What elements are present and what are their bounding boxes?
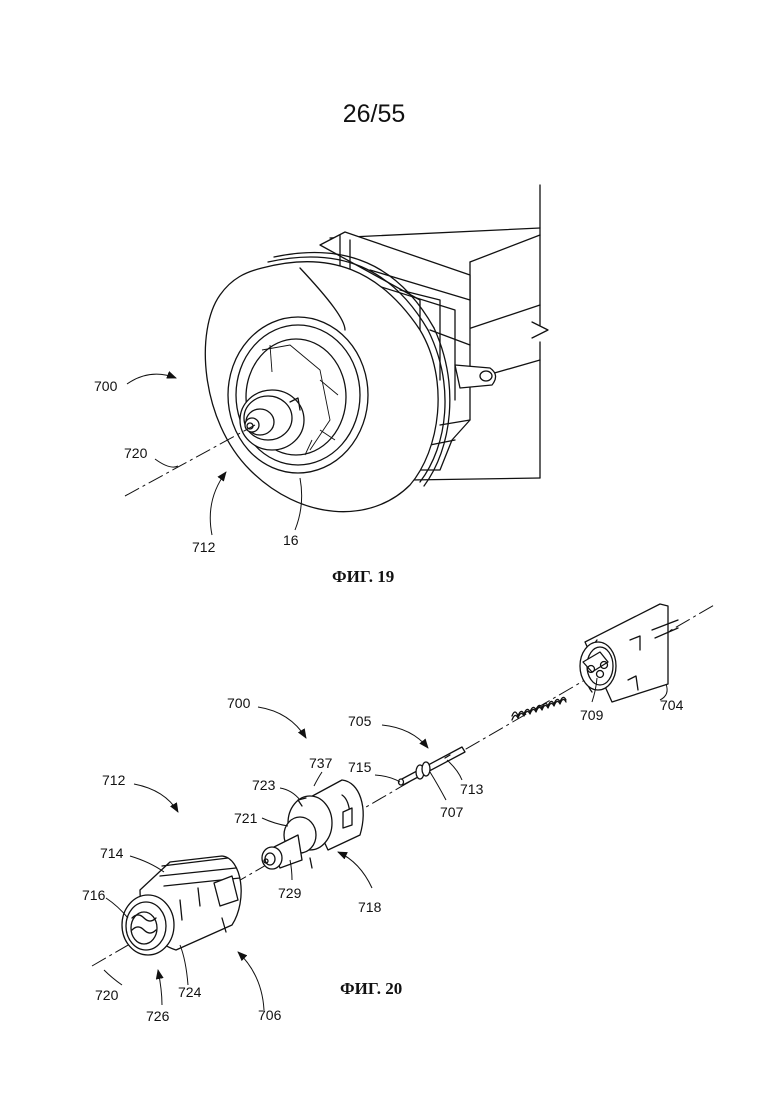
fig20-arrow-705 bbox=[382, 725, 428, 748]
fig20-leader-707 bbox=[430, 772, 446, 800]
fig20-arrow-706 bbox=[238, 952, 264, 1010]
fig20-part-718 bbox=[262, 780, 363, 869]
fig20-pin bbox=[399, 747, 466, 785]
fig20-label-713: 713 bbox=[460, 781, 484, 797]
fig20-spring bbox=[512, 697, 566, 720]
figure-20: 700 705 712 715 713 707 709 704 737 723 … bbox=[82, 604, 716, 1024]
fig20-arrow-726 bbox=[158, 970, 162, 1005]
fig20-arrow-700 bbox=[258, 707, 306, 738]
fig20-label-716: 716 bbox=[82, 887, 106, 903]
fig20-part-706 bbox=[122, 856, 241, 955]
fig20-leader-721 bbox=[262, 818, 288, 826]
fig20-part-704 bbox=[580, 604, 678, 702]
fig20-leader-723 bbox=[280, 788, 300, 800]
fig20-leader-715 bbox=[375, 775, 400, 782]
fig20-label-737: 737 bbox=[309, 755, 333, 771]
fig20-label-726: 726 bbox=[146, 1008, 170, 1024]
fig20-label-707: 707 bbox=[440, 804, 464, 820]
fig20-label-709: 709 bbox=[580, 707, 604, 723]
fig20-label-705: 705 bbox=[348, 713, 372, 729]
fig19-label-720: 720 bbox=[124, 445, 148, 461]
fig20-label-718: 718 bbox=[358, 899, 382, 915]
fig19-leader-720 bbox=[155, 459, 178, 467]
fig19-arrow-712 bbox=[210, 472, 226, 535]
fig20-leader-720 bbox=[104, 970, 122, 985]
fig19-label-700: 700 bbox=[94, 378, 118, 394]
fig20-label-721: 721 bbox=[234, 810, 258, 826]
fig20-label-712: 712 bbox=[102, 772, 126, 788]
fig20-label-704: 704 bbox=[660, 697, 684, 713]
fig20-label-729: 729 bbox=[278, 885, 302, 901]
fig19-arrow-700 bbox=[127, 374, 176, 384]
fig20-label-720: 720 bbox=[95, 987, 119, 1003]
fig19-label-16: 16 bbox=[283, 532, 299, 548]
fig20-leader-724 bbox=[180, 945, 188, 985]
fig20-leader-737 bbox=[314, 772, 322, 786]
fig20-label-714: 714 bbox=[100, 845, 124, 861]
fig19-caption: ФИГ. 19 bbox=[332, 567, 394, 586]
fig19-label-712: 712 bbox=[192, 539, 216, 555]
fig20-arrow-712 bbox=[134, 784, 178, 812]
figure-19: 700 720 712 16 ФИГ. 19 bbox=[94, 185, 548, 586]
fig20-label-724: 724 bbox=[178, 984, 202, 1000]
fig20-label-706: 706 bbox=[258, 1007, 282, 1023]
fig20-caption: ФИГ. 20 bbox=[340, 979, 402, 998]
fig20-arrow-718 bbox=[338, 852, 372, 888]
fig20-label-715: 715 bbox=[348, 759, 372, 775]
fig20-label-723: 723 bbox=[252, 777, 276, 793]
fig20-label-700: 700 bbox=[227, 695, 251, 711]
fig20-leader-713 bbox=[447, 760, 462, 780]
fig20-leader-714 bbox=[130, 856, 164, 872]
